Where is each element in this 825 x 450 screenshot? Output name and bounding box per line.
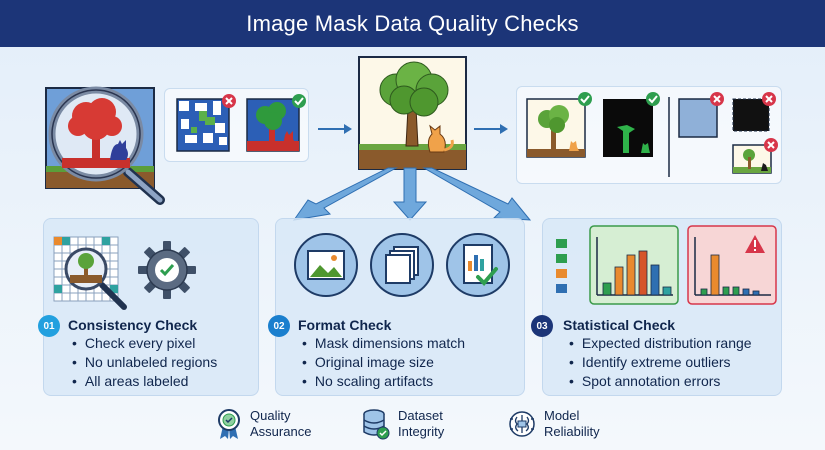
- page-title: Image Mask Data Quality Checks: [246, 10, 579, 36]
- statistical-check-panel: 03 Statistical Check Expected distributi…: [531, 218, 782, 396]
- list-item: All areas labeled: [72, 372, 217, 391]
- footer-item-integrity: Dataset Integrity: [362, 408, 444, 440]
- report-check-icon: [446, 233, 510, 297]
- list-item: Mask dimensions match: [302, 334, 465, 353]
- normal-histogram-icon: [589, 225, 679, 305]
- branch-arrows: [292, 167, 532, 221]
- consistency-check-panel: 01 Consistency Check Check every pixel N…: [38, 218, 259, 396]
- right-arrow-icon: [474, 124, 508, 134]
- footer-item-reliability: Model Reliability: [508, 408, 600, 440]
- list-item: Identify extreme outliers: [569, 353, 752, 372]
- list-item: No scaling artifacts: [302, 372, 465, 391]
- panel-title: Consistency Check: [68, 317, 198, 333]
- invalid-mask-thumbnail: [176, 98, 230, 152]
- source-image: [358, 56, 467, 170]
- magnifier-illustration: [40, 82, 175, 207]
- database-check-icon: [363, 409, 390, 440]
- layers-icon: [370, 233, 434, 297]
- mask-results-tile: [516, 86, 782, 184]
- list-item: Original image size: [302, 353, 465, 372]
- page-header: Image Mask Data Quality Checks: [0, 0, 825, 47]
- valid-mask-thumbnail: [246, 98, 300, 152]
- step-badge: 01: [38, 315, 60, 337]
- list-item: Expected distribution range: [569, 334, 752, 353]
- format-check-panel: 02 Format Check Mask dimensions match Or…: [268, 218, 525, 396]
- bullet-list: Expected distribution range Identify ext…: [569, 334, 752, 391]
- award-ribbon-icon: [218, 409, 240, 439]
- footer-item-quality: Quality Assurance: [216, 408, 311, 440]
- brain-chip-icon: [509, 411, 535, 437]
- mask-samples-tile: [164, 88, 309, 162]
- step-badge: 03: [531, 315, 553, 337]
- outlier-histogram-icon: [687, 225, 777, 305]
- image-icon: [294, 233, 358, 297]
- list-item: No unlabeled regions: [72, 353, 217, 372]
- invalid-status-icon: [710, 92, 724, 106]
- footer-label: Quality Assurance: [250, 408, 312, 439]
- right-arrow-icon: [318, 124, 352, 134]
- valid-status-icon: [292, 94, 306, 108]
- bullet-list: Check every pixel No unlabeled regions A…: [72, 334, 217, 391]
- grid-magnifier-icon: [53, 236, 127, 310]
- gear-check-icon: [138, 241, 196, 299]
- step-badge: 02: [268, 315, 290, 337]
- footer-label: Dataset Integrity: [398, 408, 445, 439]
- valid-status-icon: [578, 92, 592, 106]
- panel-title: Format Check: [298, 317, 392, 333]
- invalid-status-icon: [762, 92, 776, 106]
- invalid-status-icon: [764, 138, 778, 152]
- list-item: Spot annotation errors: [569, 372, 752, 391]
- footer-label: Model Reliability: [544, 408, 600, 439]
- list-item: Check every pixel: [72, 334, 217, 353]
- legend-swatches-icon: [556, 239, 567, 293]
- panel-title: Statistical Check: [563, 317, 676, 333]
- bullet-list: Mask dimensions match Original image siz…: [302, 334, 465, 391]
- valid-status-icon: [646, 92, 660, 106]
- invalid-status-icon: [222, 94, 236, 108]
